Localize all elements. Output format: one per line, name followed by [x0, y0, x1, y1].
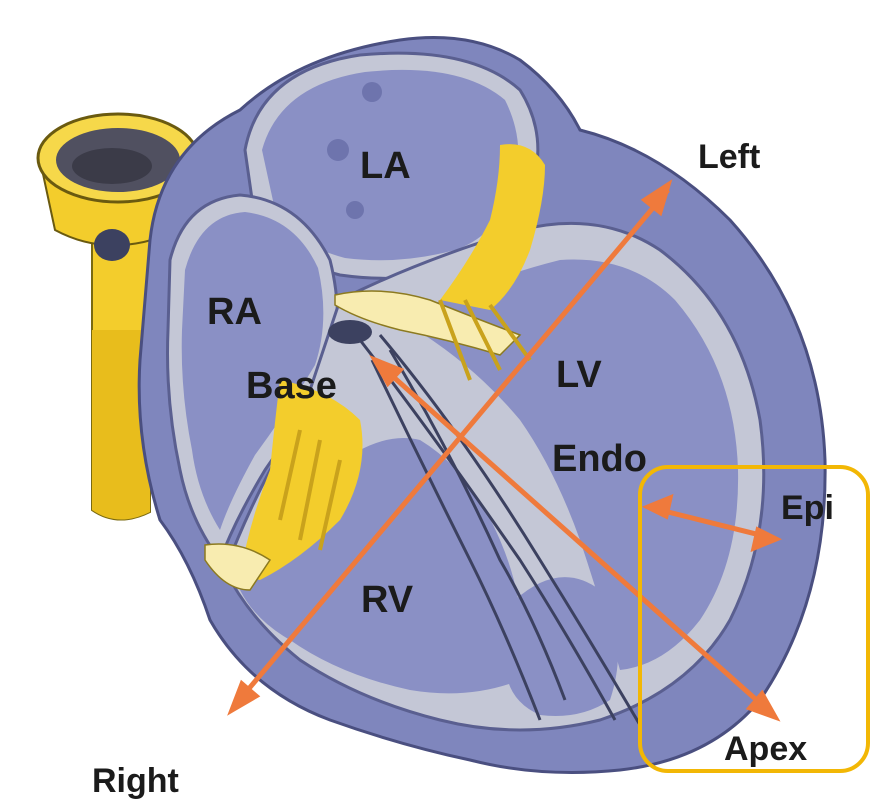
label-ra: RA	[207, 291, 262, 333]
label-right: Right	[92, 762, 179, 800]
label-rv: RV	[361, 579, 414, 621]
label-la: LA	[360, 145, 411, 187]
label-lv: LV	[556, 354, 602, 396]
label-left: Left	[698, 138, 760, 176]
label-epi: Epi	[781, 489, 834, 527]
label-endo: Endo	[552, 438, 647, 480]
label-apex: Apex	[724, 730, 807, 768]
label-base: Base	[246, 365, 337, 407]
